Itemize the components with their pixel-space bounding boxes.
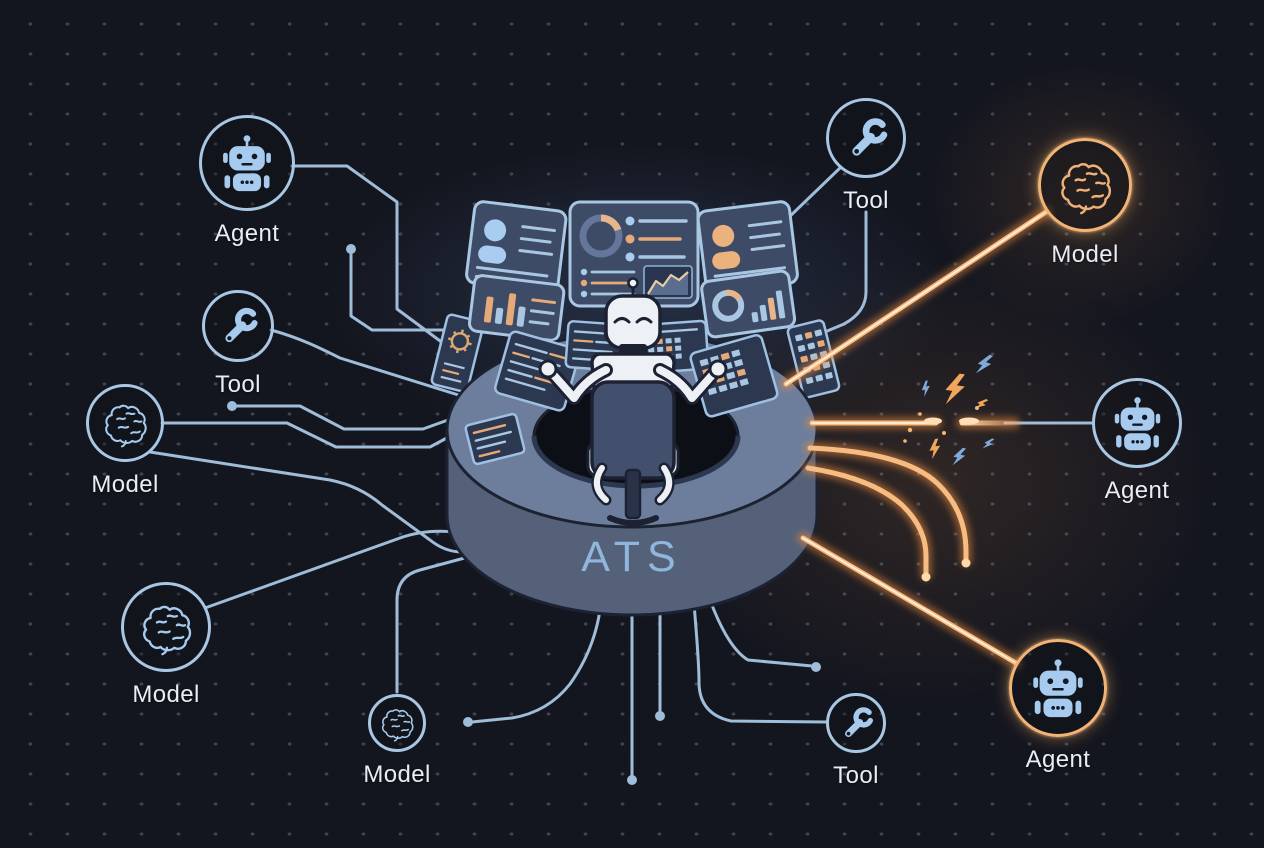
node-tool-top: Tool: [801, 98, 931, 215]
node-label: Agent: [1025, 746, 1091, 773]
node-circle: [1038, 138, 1132, 232]
node-circle: [826, 693, 886, 753]
wrench-icon: [841, 113, 891, 163]
node-agent-top-left: Agent: [182, 115, 312, 248]
node-label: Model: [91, 471, 159, 498]
brain-icon: [137, 598, 195, 656]
node-label: Model: [1051, 241, 1119, 268]
robot-icon: [1109, 395, 1166, 452]
node-model-top-right: Model: [1020, 138, 1150, 269]
node-model-bottom: Model: [332, 694, 462, 789]
node-model-bottom-left: Model: [101, 582, 231, 709]
node-agent-bottom-right: Agent: [993, 639, 1123, 774]
orange-traces: [780, 206, 1052, 669]
node-circle: [199, 115, 295, 211]
node-tool-bottom: Tool: [791, 693, 921, 790]
screen-bars-left: [467, 274, 566, 342]
lightning-bolt-icon: [921, 354, 995, 466]
node-model-left: Model: [60, 384, 190, 499]
node-circle: [826, 98, 906, 178]
robot-icon: [217, 133, 277, 193]
node-circle: [368, 694, 426, 752]
gear-panel: [430, 313, 485, 393]
node-label: Tool: [215, 371, 261, 398]
brain-icon: [378, 704, 416, 742]
node-circle: [202, 290, 274, 362]
brain-icon: [1055, 155, 1115, 215]
node-label: Model: [363, 761, 431, 788]
node-circle: [86, 384, 164, 462]
screen-dashboard-center: [568, 200, 700, 308]
node-label: Tool: [843, 187, 889, 214]
screen-donut-right: [700, 269, 797, 339]
circuit-lines: [148, 164, 1095, 785]
gear-icon: [447, 329, 472, 354]
node-label: Model: [132, 681, 200, 708]
node-tool-left: Tool: [173, 290, 303, 399]
screen-profile-left: [465, 200, 568, 294]
node-circle: [1092, 378, 1182, 468]
node-label: Tool: [833, 762, 879, 789]
brain-icon: [100, 398, 150, 448]
screens-arc: [430, 200, 841, 399]
node-circle: [121, 582, 211, 672]
robot-icon: [1027, 657, 1089, 719]
hub-label: ATS: [581, 533, 683, 581]
screen-profile-right: [696, 200, 799, 294]
wrench-icon: [836, 703, 876, 743]
floating-doc: [464, 412, 526, 466]
node-label: Agent: [1104, 477, 1170, 504]
node-agent-right: Agent: [1072, 378, 1202, 505]
robot-operator: [538, 277, 728, 526]
node-circle: [1009, 639, 1107, 737]
wrench-icon: [215, 303, 261, 349]
broken-link-spark: [903, 354, 995, 466]
node-label: Agent: [214, 220, 280, 247]
